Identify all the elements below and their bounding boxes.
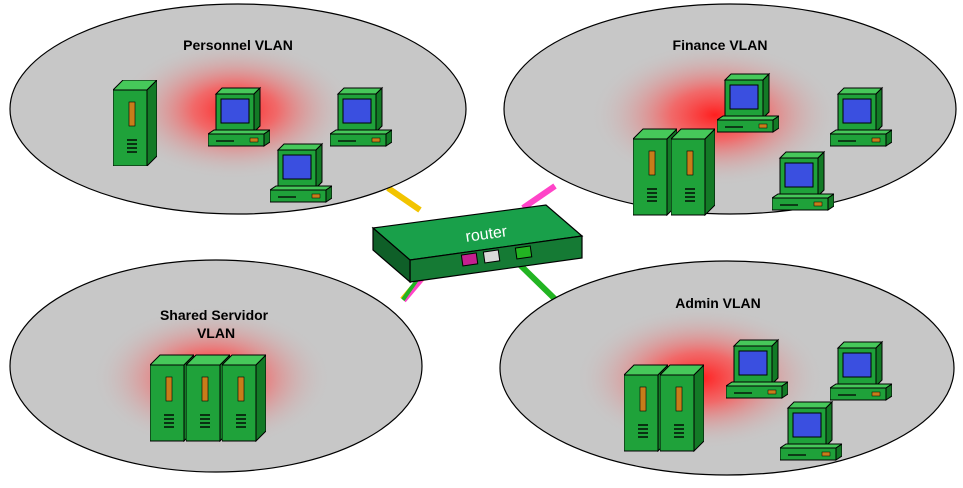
router-label: router: [464, 223, 508, 246]
router-side: [372, 226, 411, 284]
vlan-title: Shared Servidor VLAN: [160, 307, 272, 341]
vlan-title: Personnel VLAN: [183, 37, 293, 53]
server-icon: [222, 354, 266, 442]
router-port-green: [514, 245, 533, 260]
vlan-shared: Shared Servidor VLAN: [9, 259, 423, 473]
vlan-finance: Finance VLAN: [503, 3, 957, 216]
link-admin: [514, 259, 561, 305]
link-personnel: [386, 185, 422, 213]
link-finance: [521, 183, 557, 211]
vlan-admin: Admin VLAN: [499, 260, 955, 476]
vlan-title: Admin VLAN: [675, 295, 761, 311]
vlan-title: Finance VLAN: [673, 37, 768, 53]
router-port-white: [482, 249, 501, 264]
server-icon: [671, 128, 715, 216]
server-icon: [660, 364, 704, 452]
router: router: [371, 204, 584, 284]
router-port-magenta: [460, 252, 479, 267]
vlan-personnel: Personnel VLAN: [9, 3, 467, 215]
server-icon: [113, 80, 157, 166]
server-icon: [633, 128, 677, 216]
